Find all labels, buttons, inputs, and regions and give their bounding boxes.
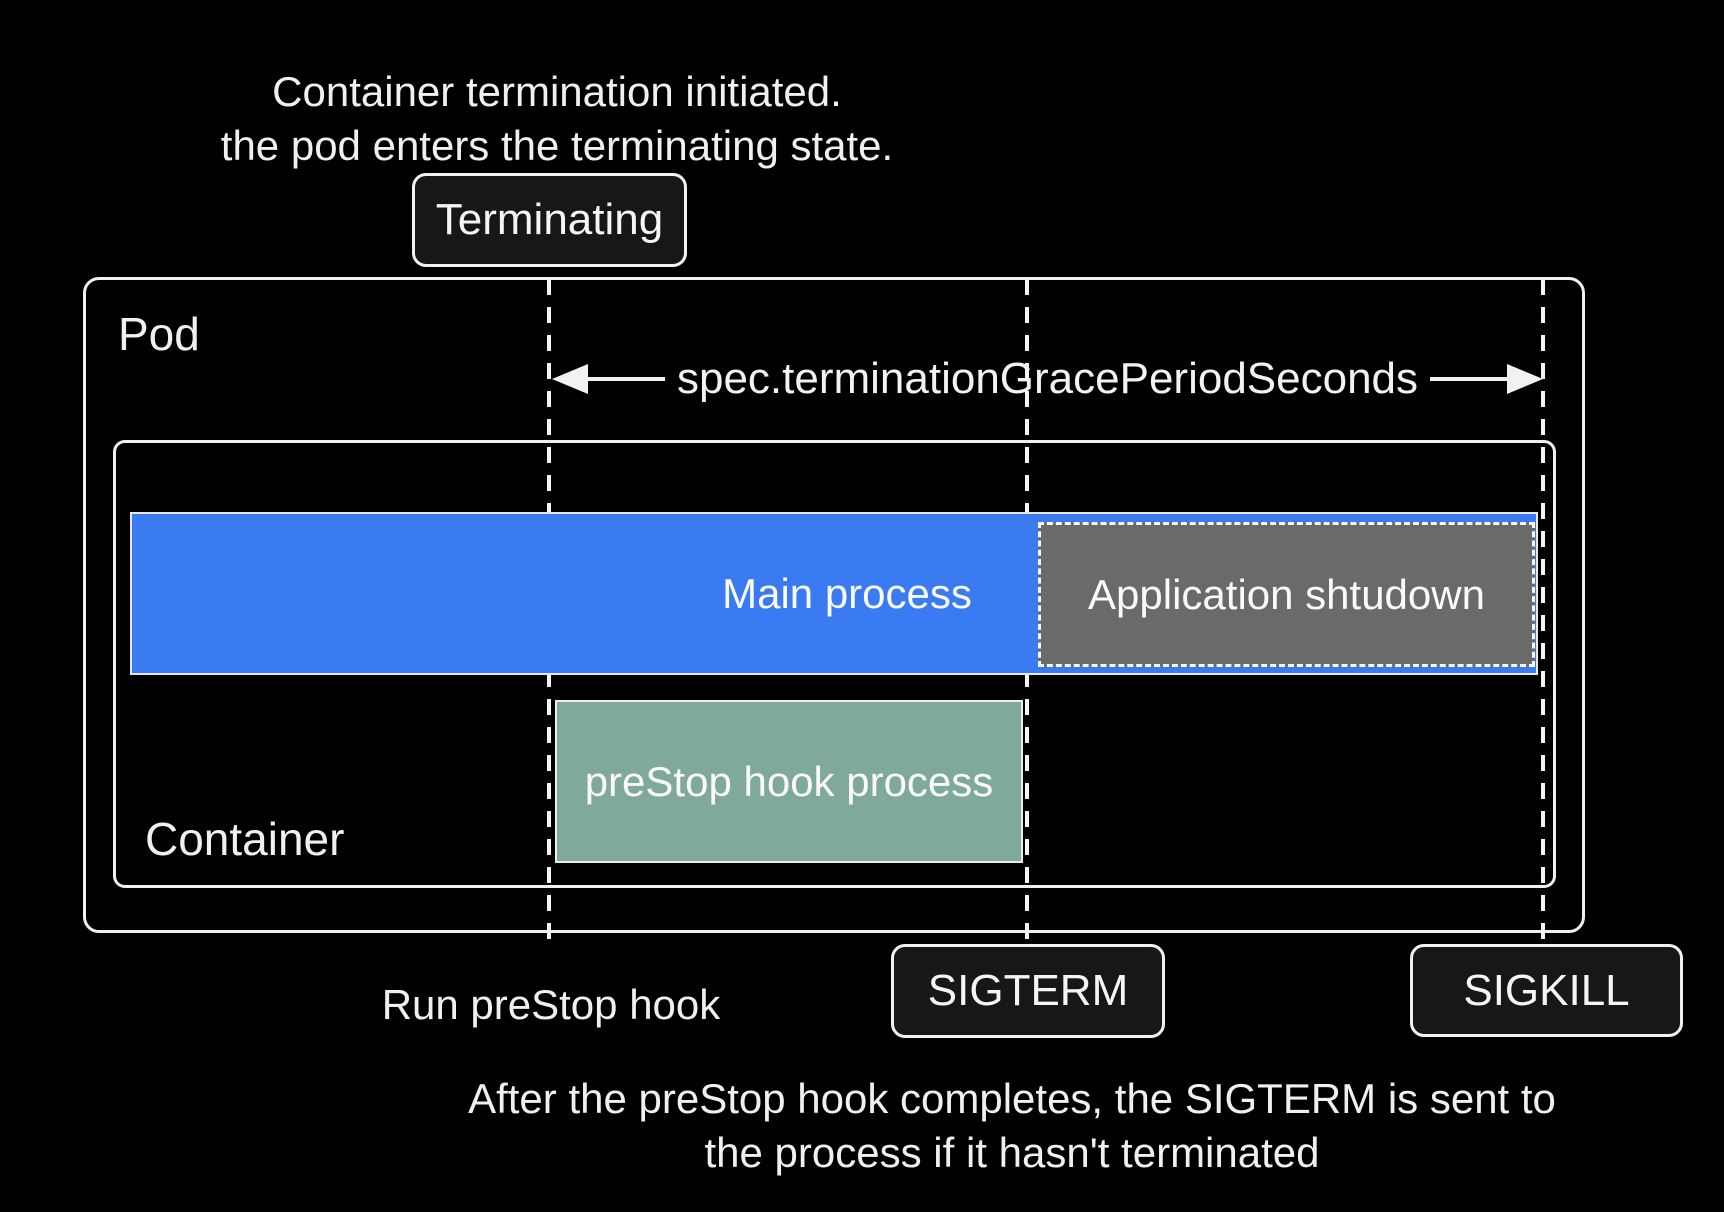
main-process-label: Main process bbox=[722, 569, 972, 617]
container-label: Container bbox=[145, 813, 345, 865]
terminating-badge: Terminating bbox=[412, 173, 687, 267]
arrow-shaft-left bbox=[588, 377, 665, 381]
top-caption-line2: the pod enters the terminating state. bbox=[220, 122, 894, 169]
timeline-dashed-line-sigkill bbox=[1541, 279, 1545, 942]
prestop-hook-bar: preStop hook process bbox=[555, 700, 1023, 863]
top-caption-line1: Container termination initiated. bbox=[272, 68, 842, 115]
pod-box bbox=[83, 277, 1585, 933]
pod-label: Pod bbox=[118, 308, 200, 360]
sigterm-badge: SIGTERM bbox=[891, 944, 1165, 1038]
arrow-shaft-right bbox=[1430, 377, 1507, 381]
application-shutdown-box: Application shtudown bbox=[1038, 522, 1535, 667]
bottom-caption-line1: After the preStop hook completes, the SI… bbox=[468, 1075, 1556, 1122]
grace-period-arrow: spec.terminationGracePeriodSeconds bbox=[552, 354, 1543, 403]
sigkill-badge: SIGKILL bbox=[1410, 944, 1683, 1037]
sigterm-badge-label: SIGTERM bbox=[927, 966, 1129, 1015]
bottom-caption: After the preStop hook completes, the SI… bbox=[312, 1072, 1712, 1180]
container-box bbox=[113, 440, 1556, 888]
terminating-badge-label: Terminating bbox=[435, 195, 664, 244]
arrow-left-head-icon bbox=[552, 364, 588, 394]
prestop-hook-label: preStop hook process bbox=[584, 757, 994, 805]
run-prestop-label: Run preStop hook bbox=[381, 981, 721, 1028]
application-shutdown-label: Application shtudown bbox=[1088, 570, 1485, 618]
grace-period-label: spec.terminationGracePeriodSeconds bbox=[676, 354, 1419, 403]
bottom-caption-line2: the process if it hasn't terminated bbox=[704, 1129, 1320, 1176]
sigkill-badge-label: SIGKILL bbox=[1463, 965, 1630, 1015]
top-caption: Container termination initiated. the pod… bbox=[157, 65, 957, 173]
arrow-right-head-icon bbox=[1507, 364, 1543, 394]
